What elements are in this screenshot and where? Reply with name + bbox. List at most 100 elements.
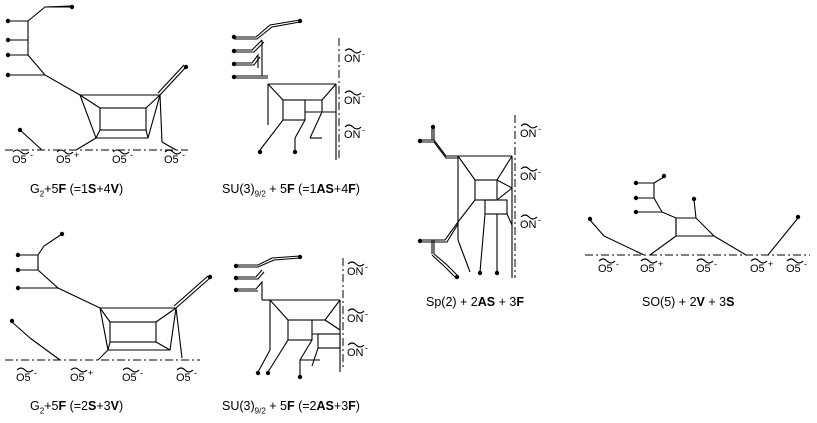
orientifold-sign: - [538, 215, 541, 225]
diagram-so5-2v3s [585, 173, 810, 256]
diagram-su3-1as4f [231, 18, 340, 160]
tilde-mark [520, 166, 538, 172]
orientifold-name: O5 [12, 154, 27, 166]
diagram-g2-1s4v [5, 4, 189, 151]
orientifold-label: ON- [347, 308, 368, 325]
orientifold-name: ON [347, 266, 364, 278]
tilde-mark [786, 258, 804, 264]
diagram-sp2-2as3f [417, 115, 516, 280]
orientifold-label: O5- [112, 149, 133, 166]
orientifold-label: ON- [347, 342, 368, 359]
orientifold-name: ON [520, 219, 537, 231]
orientifold-label: O5+ [70, 367, 93, 384]
orientifold-label: ON- [520, 123, 541, 140]
orientifold-sign: + [74, 150, 79, 160]
orientifold-name: O5 [16, 372, 31, 384]
orientifold-name: O5 [56, 154, 71, 166]
orientifold-name: O5 [112, 154, 127, 166]
tilde-mark [344, 48, 362, 54]
orientifold-label: O5- [176, 367, 197, 384]
caption-sp2-2as3f: Sp(2) + 2AS + 3F [426, 295, 524, 309]
caption-su3-2as3f: SU(3)9/2 + 5F (=2AS+3F) [222, 399, 360, 416]
tilde-mark [12, 149, 30, 155]
tilde-mark [520, 123, 538, 129]
orientifold-sign: - [538, 124, 541, 134]
orientifold-name: O5 [70, 372, 85, 384]
tilde-mark [520, 214, 538, 220]
orientifold-name: ON [344, 95, 361, 107]
orientifold-name: O5 [640, 263, 655, 275]
tilde-mark [750, 258, 768, 264]
orientifold-name: O5 [786, 263, 801, 275]
orientifold-label: O5+ [640, 258, 663, 275]
orientifold-name: ON [344, 53, 361, 65]
tilde-mark [347, 261, 365, 267]
orientifold-name: O5 [176, 372, 191, 384]
tilde-mark [344, 124, 362, 130]
tilde-mark [640, 258, 658, 264]
orientifold-sign: - [362, 125, 365, 135]
orientifold-label: ON- [344, 48, 365, 65]
orientifold-sign: + [768, 259, 773, 269]
orientifold-label: O5- [16, 367, 37, 384]
tilde-mark [56, 149, 74, 155]
tilde-mark [176, 367, 194, 373]
tilde-mark [112, 149, 130, 155]
tilde-mark [598, 258, 616, 264]
orientifold-label: ON- [347, 261, 368, 278]
orientifold-sign: - [616, 259, 619, 269]
orientifold-label: ON- [344, 90, 365, 107]
orientifold-label: ON- [344, 124, 365, 141]
orientifold-sign: - [365, 262, 368, 272]
orientifold-label: O5- [598, 258, 619, 275]
orientifold-label: O5- [164, 149, 185, 166]
orientifold-name: ON [347, 313, 364, 325]
orientifold-sign: - [194, 368, 197, 378]
orientifold-name: O5 [598, 263, 613, 275]
orientifold-sign: - [140, 368, 143, 378]
orientifold-sign: - [362, 91, 365, 101]
diagram-su3-2as3f [233, 254, 344, 380]
tilde-mark [70, 367, 88, 373]
orientifold-sign: - [130, 150, 133, 160]
tilde-mark [164, 149, 182, 155]
caption-g2-1s4v: G2+5F (=1S+4V) [30, 182, 124, 199]
orientifold-label: ON- [520, 214, 541, 231]
tilde-mark [347, 342, 365, 348]
orientifold-name: O5 [750, 263, 765, 275]
orientifold-label: O5- [12, 149, 33, 166]
caption-g2-2s3v: G2+5F (=2S+3V) [30, 399, 124, 416]
caption-so5-2v3s: SO(5) + 2V + 3S [642, 295, 735, 309]
tilde-mark [347, 308, 365, 314]
tilde-mark [16, 367, 34, 373]
orientifold-sign: - [34, 368, 37, 378]
diagram-g2-2s3v [5, 231, 213, 361]
orientifold-sign: - [182, 150, 185, 160]
orientifold-name: O5 [122, 372, 137, 384]
orientifold-name: ON [344, 129, 361, 141]
orientifold-sign: + [88, 368, 93, 378]
orientifold-label: O5+ [750, 258, 773, 275]
caption-su3-1as4f: SU(3)9/2 + 5F (=1AS+4F) [222, 182, 360, 199]
orientifold-label: O5- [696, 258, 717, 275]
orientifold-labels: O5-O5+O5-O5-ON-ON-ON-ON-ON-ON-O5-O5+O5-O… [12, 48, 807, 384]
orientifold-sign: - [714, 259, 717, 269]
orientifold-name: O5 [696, 263, 711, 275]
orientifold-label: O5- [786, 258, 807, 275]
tilde-mark [122, 367, 140, 373]
orientifold-sign: - [30, 150, 33, 160]
orientifold-sign: - [365, 309, 368, 319]
orientifold-name: ON [520, 171, 537, 183]
orientifold-name: ON [347, 347, 364, 359]
orientifold-sign: - [362, 49, 365, 59]
orientifold-sign: + [658, 259, 663, 269]
orientifold-name: ON [520, 128, 537, 140]
tilde-mark [344, 90, 362, 96]
orientifold-name: O5 [164, 154, 179, 166]
orientifold-sign: - [804, 259, 807, 269]
orientifold-label: ON- [520, 166, 541, 183]
orientifold-label: O5- [122, 367, 143, 384]
orientifold-sign: - [538, 167, 541, 177]
tilde-mark [696, 258, 714, 264]
orientifold-sign: - [365, 343, 368, 353]
